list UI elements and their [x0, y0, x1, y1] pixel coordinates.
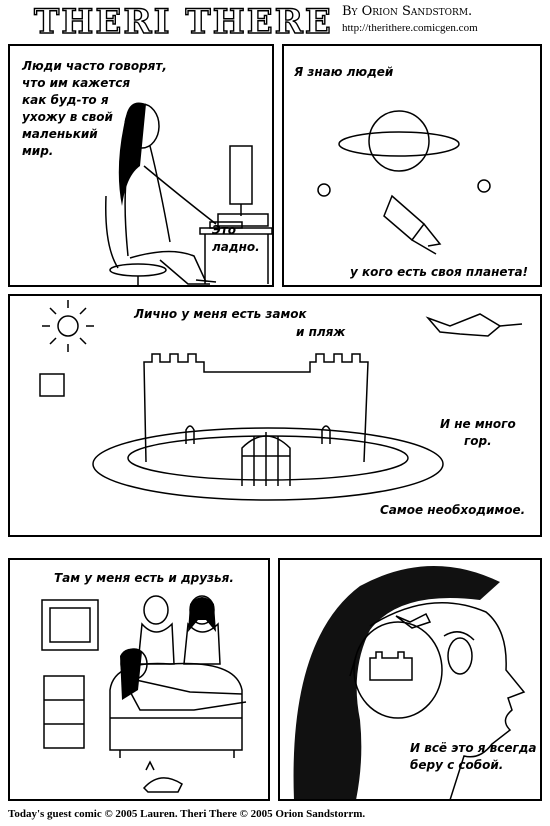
caption-box: Лично у меня есть замок [134, 307, 307, 321]
caption-box: и пляж [296, 325, 346, 339]
caption-box: И не много гор. [440, 417, 516, 448]
footer-credit: Today's guest comic © 2005 Lauren. Theri… [8, 808, 366, 820]
caption-box: Там у меня есть и друзья. [54, 571, 234, 585]
comic-url-link[interactable]: http://therithere.comicgen.com [342, 22, 478, 34]
head-profile-drawing [293, 565, 542, 799]
caption-box: Это ладно. [212, 223, 260, 254]
comic-title: THERI THERE [33, 1, 333, 42]
panel-1: Люди часто говорят, что им кажется как б… [8, 44, 274, 287]
panel-4: Там у меня есть и друзья. [8, 558, 270, 801]
friends-on-sofa-drawing [10, 560, 270, 801]
panel-3: Лично у меня есть замок и пляж И не мног… [8, 294, 542, 537]
panel-2: Я знаю людей у кого есть своя планета! [282, 44, 542, 287]
caption-box: И всё это я всегда беру с собой. [410, 741, 537, 772]
author-byline: By Orion Sandstorm. [342, 4, 473, 19]
caption-box: Люди часто говорят, что им кажется как б… [22, 59, 167, 158]
caption-box: Самое необходимое. [380, 503, 526, 517]
caption-box: у кого есть своя планета! [350, 265, 529, 279]
woman-at-computer-drawing [10, 102, 274, 287]
caption-box: Я знаю людей [294, 65, 394, 79]
planet-and-rocket-drawing [284, 46, 542, 287]
panel-5: И всё это я всегда беру с собой. [278, 558, 542, 801]
castle-on-beach-drawing [10, 296, 542, 537]
